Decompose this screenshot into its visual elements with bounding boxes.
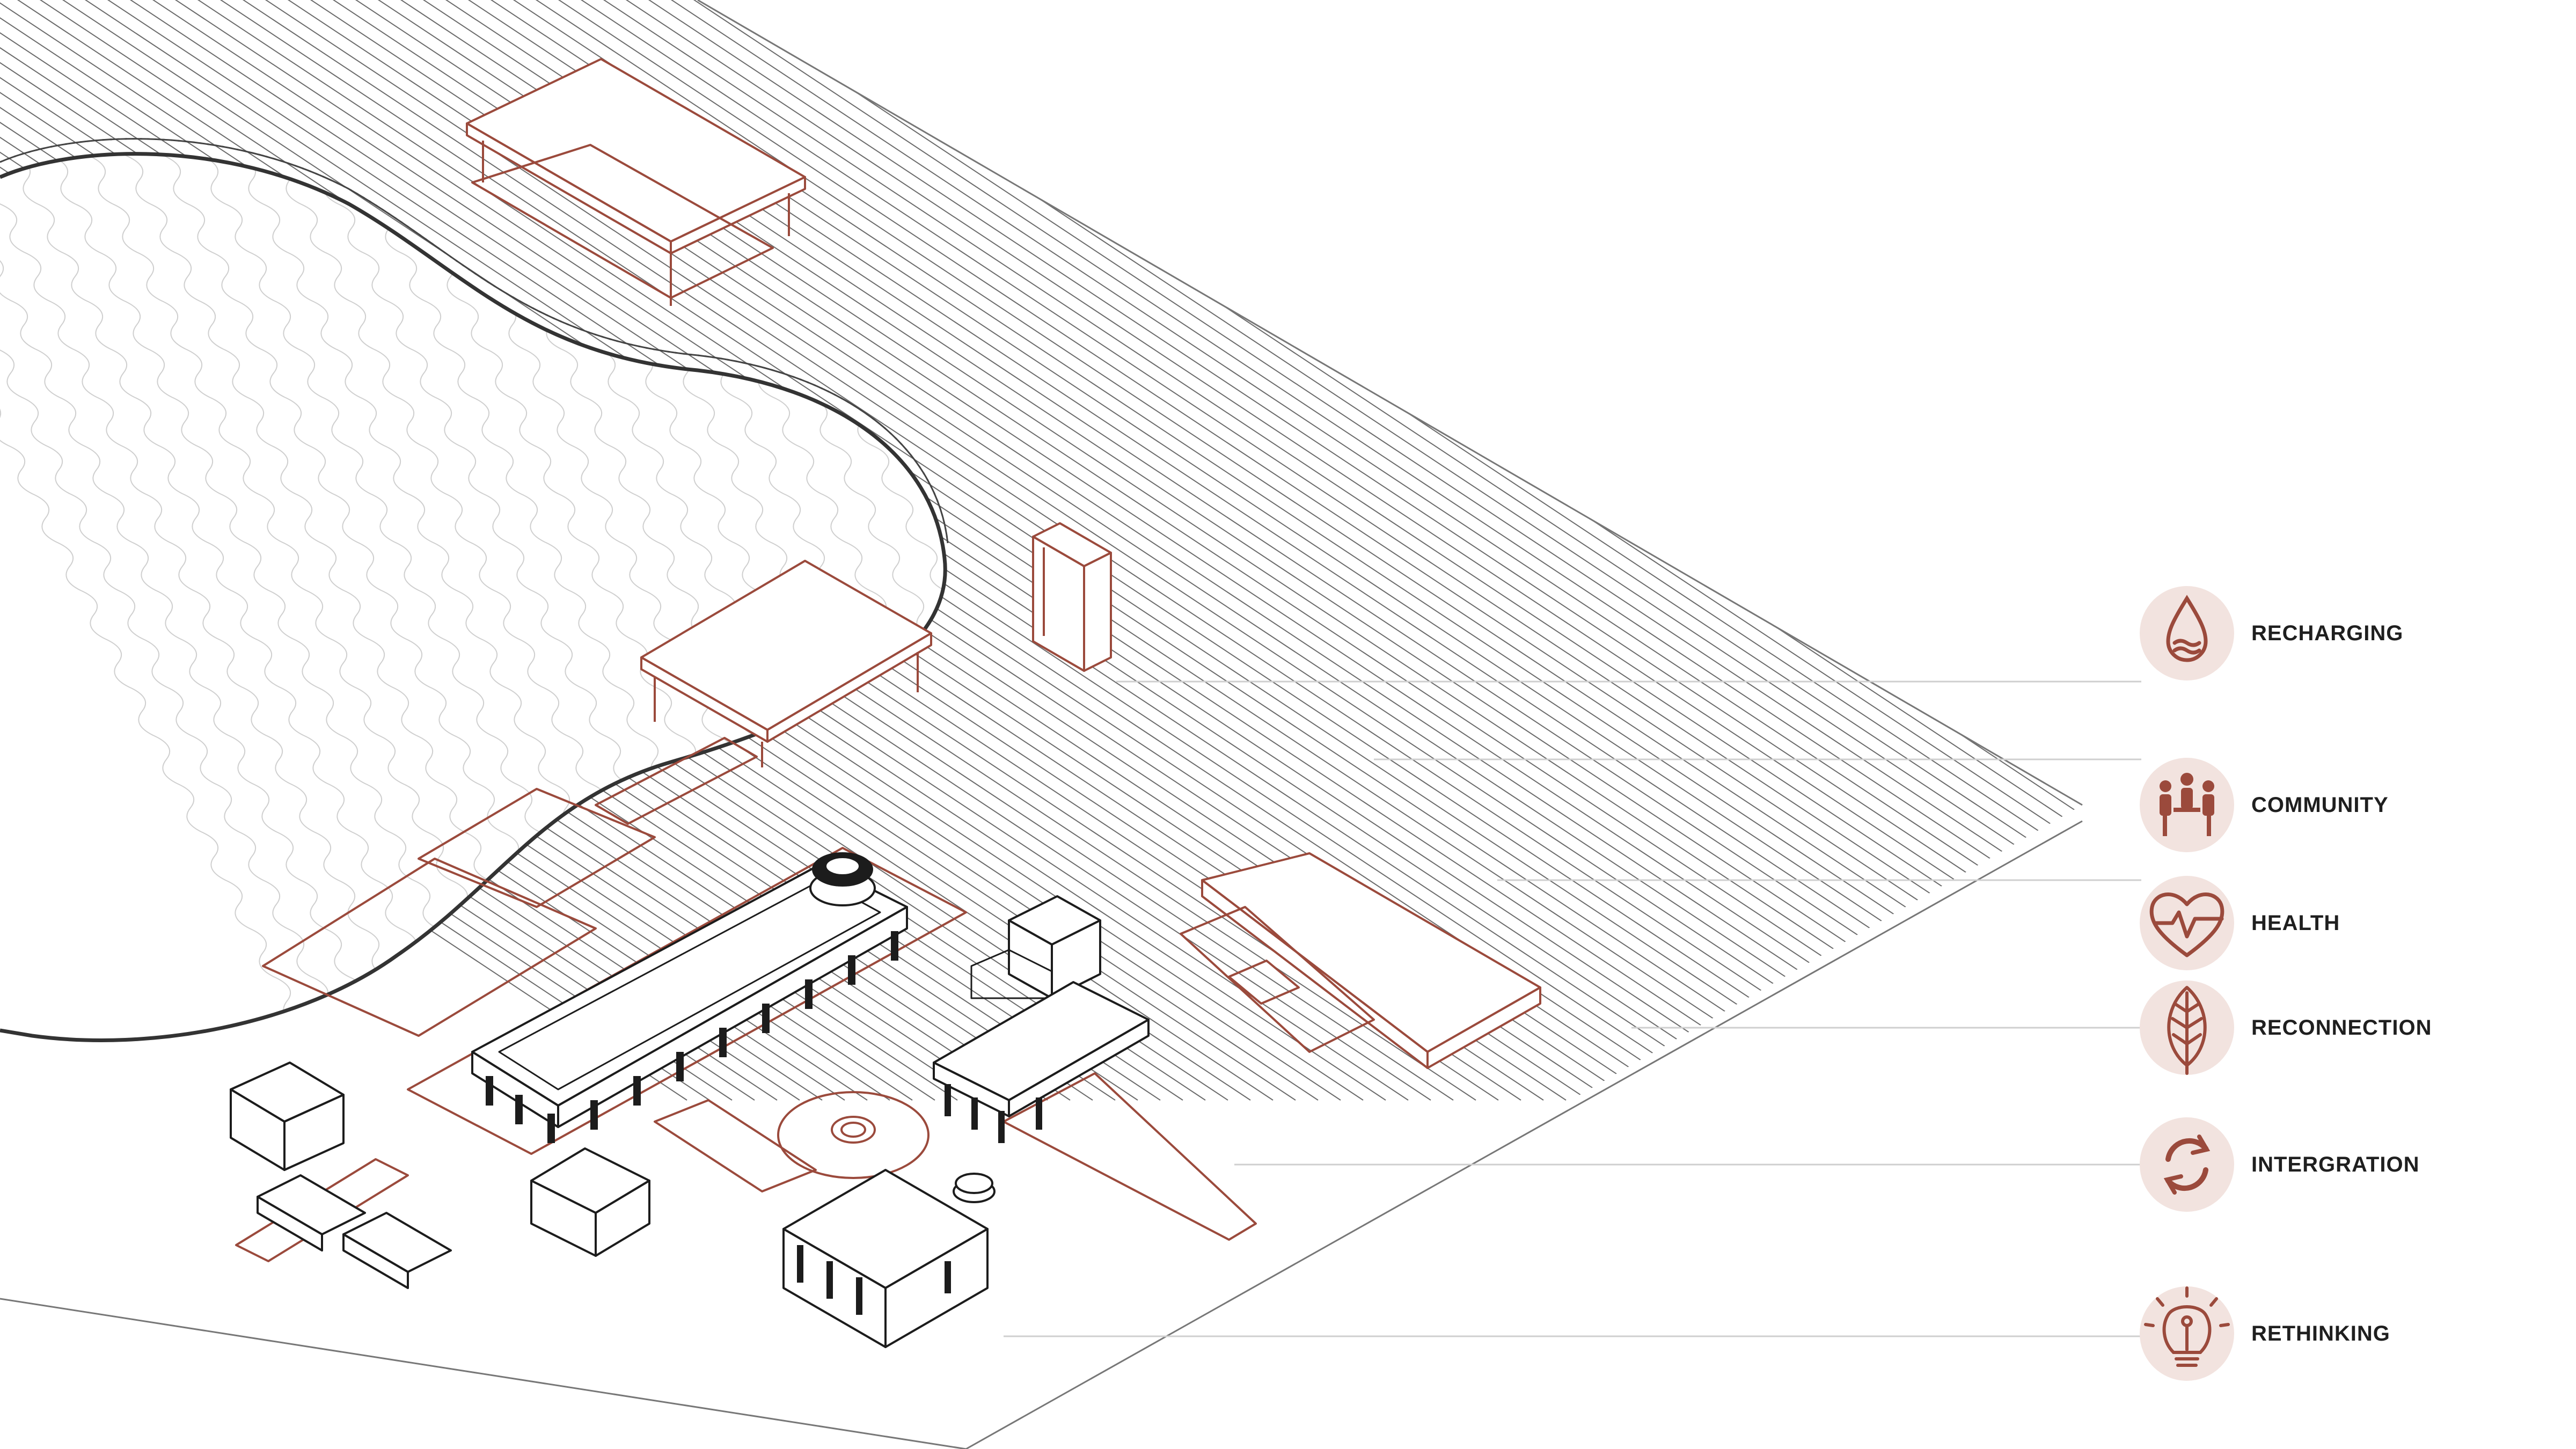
hatch-line: [0, 0, 890, 1101]
hatch-line: [1515, 0, 2082, 1101]
hatch-line: [1560, 0, 2082, 1101]
hatch-line: [140, 0, 2082, 1101]
hatch-line: [0, 0, 1950, 1101]
hatch-line: [1470, 0, 2082, 1101]
legend-label-recharging: RECHARGING: [2251, 621, 2404, 645]
hatch-line: [0, 0, 2062, 1101]
tower: [1032, 522, 1112, 672]
hatch-line: [1538, 0, 2082, 1101]
legend-item-recharging: [2140, 586, 2234, 680]
hatch-line: [0, 0, 1995, 1101]
hatch-line: [0, 0, 1048, 1101]
legend-label-reconnection: RECONNECTION: [2251, 1016, 2432, 1040]
hatch-line: [0, 0, 868, 1101]
hatch-line: [1695, 0, 2082, 1101]
hatch-line: [0, 0, 1882, 1101]
legend-label-health: HEALTH: [2251, 911, 2340, 935]
hatch-line: [0, 0, 913, 1101]
pavilion-central: [640, 560, 932, 767]
hatch-line: [0, 0, 935, 1101]
legend-item-intergration: [2140, 1117, 2234, 1212]
hatch-line: [0, 0, 2017, 1101]
water-drop-icon: [2166, 595, 2208, 662]
hatch-line: [1605, 0, 2082, 1101]
cabin-southwest: [230, 1062, 345, 1171]
hatch-line: [1583, 0, 2082, 1101]
light-bulb-icon: [2144, 1286, 2230, 1367]
hatch-line: [0, 0, 1071, 1101]
pavilion-east: [933, 981, 1150, 1143]
hatch-line: [1267, 0, 2082, 1101]
legend-label-intergration: INTERGRATION: [2251, 1153, 2420, 1176]
pavilion-south: [782, 1169, 996, 1348]
hatch-line: [1335, 0, 2082, 1101]
hatch-line: [95, 0, 2082, 1101]
hatch-line: [1447, 0, 2082, 1101]
people-circle-icon: [2160, 773, 2214, 836]
hatch-line: [0, 0, 2082, 1101]
water-ripple: [0, 153, 371, 1041]
cycle-arrows-icon: [2163, 1135, 2211, 1195]
hatch-line: [0, 0, 1026, 1101]
hatch-line: [1898, 0, 2082, 1101]
hatch-line: [1425, 0, 2082, 1101]
heart-pulse-icon: [2149, 892, 2224, 957]
site-boundary: [0, 0, 2083, 1449]
hatch-line: [50, 0, 2082, 1101]
hatch-line: [118, 0, 2082, 1101]
legend-label-rethinking: RETHINKING: [2251, 1322, 2390, 1345]
kiosk-north: [970, 895, 1101, 999]
hatch-line: [1357, 0, 2082, 1101]
hatch-line: [1402, 0, 2082, 1101]
legend-item-reconnection: [2140, 980, 2234, 1075]
hatch-line: [1380, 0, 2082, 1101]
pond: [0, 138, 949, 1042]
boardwalk: [235, 737, 1257, 1262]
hatch-line: [0, 0, 2040, 1101]
site-structures-dark: [230, 852, 1150, 1348]
hatch-line: [1673, 0, 2082, 1101]
legend-label-community: COMMUNITY: [2251, 793, 2389, 817]
hatch-line: [0, 0, 1927, 1101]
hatch-line: [1628, 0, 2082, 1101]
pavilion-north: [466, 58, 806, 306]
hatch-line: [0, 0, 958, 1101]
legend: [2140, 586, 2234, 1381]
hatch-line: [0, 0, 1003, 1101]
legend-item-health: [2140, 876, 2234, 970]
rotunda: [809, 852, 876, 906]
hatch-line: [27, 0, 2082, 1101]
hatch-line: [0, 0, 1905, 1101]
hatch-line: [72, 0, 2082, 1101]
main-hall: [471, 863, 908, 1143]
hatch-line: [0, 0, 2082, 1101]
site-structures-accent: [235, 58, 1541, 1262]
deck-platform: [262, 788, 967, 1155]
legend-leader-lines: [1004, 680, 2141, 1337]
legend-item-rethinking: [2140, 1286, 2234, 1381]
hatch-line: [163, 0, 2082, 1101]
kiosk-south: [530, 1147, 650, 1257]
seating-blocks: [257, 1174, 452, 1289]
leaf-icon: [2167, 986, 2207, 1075]
hatch-line: [5, 0, 2082, 1101]
courtyard-building: [1180, 852, 1541, 1069]
plaza-circle: [777, 1091, 930, 1179]
hatch-line: [185, 0, 2082, 1101]
legend-item-community: [2140, 758, 2234, 852]
hatch-line: [1290, 0, 2082, 1101]
hatch-line: [0, 0, 2082, 1101]
hatch-line: [0, 0, 980, 1101]
hatch-line: [0, 0, 1972, 1101]
